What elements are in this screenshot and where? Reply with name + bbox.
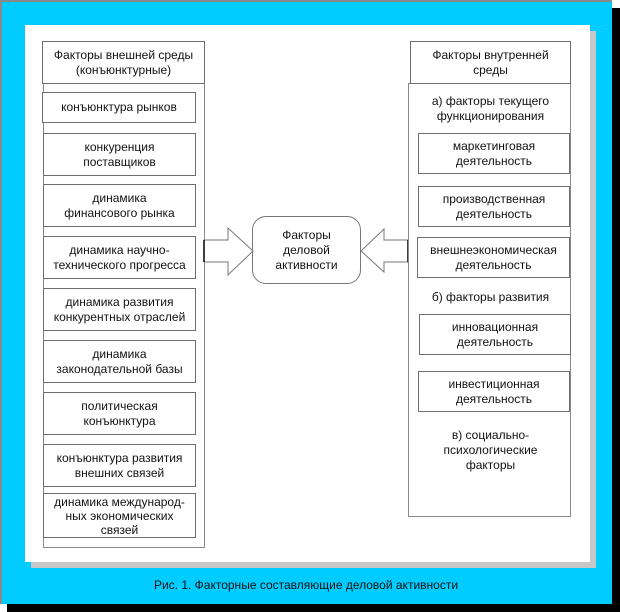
external-factor-item: динамика научно- технического прогресса [43, 236, 196, 279]
external-factor-item: динамика развития конкурентных отраслей [43, 288, 196, 331]
external-factor-item: динамика международ- ных экономических с… [43, 493, 196, 538]
right-arrow-icon [360, 227, 409, 274]
figure-caption: Рис. 1. Факторные составляющие деловой а… [153, 578, 459, 592]
group-c-label: в) социально- психологические факторы [443, 428, 538, 472]
internal-factor-item: инвестиционная деятельность [418, 371, 570, 412]
internal-factor-item: внешнеэкономическая деятельность [417, 237, 570, 278]
internal-factor-item: инновационная деятельность [419, 314, 571, 355]
external-factor-item: динамика финансового рынка [43, 184, 196, 227]
external-factor-item: конкуренция поставщиков [43, 133, 196, 176]
business-activity-factors-node: Факторы деловой активности [252, 216, 361, 284]
external-factor-item: конъюнктура рынков [42, 92, 196, 123]
group-b-label: б) факторы развития [431, 290, 550, 304]
external-factors-header: Факторы внешней среды (конъюнктурные) [42, 41, 205, 84]
internal-factors-header: Факторы внутренней среды [410, 41, 571, 84]
left-arrow-icon [203, 226, 254, 277]
internal-factor-item: маркетинговая деятельность [418, 133, 570, 174]
internal-factor-item: производственная деятельность [418, 186, 570, 227]
external-factor-item: динамика законодательной базы [43, 340, 196, 383]
group-a-label: а) факторы текущего функционирования [431, 94, 550, 123]
external-factor-item: конъюнктура развития внешних связей [43, 444, 196, 487]
external-factor-item: политическая конъюнктура [43, 392, 196, 435]
